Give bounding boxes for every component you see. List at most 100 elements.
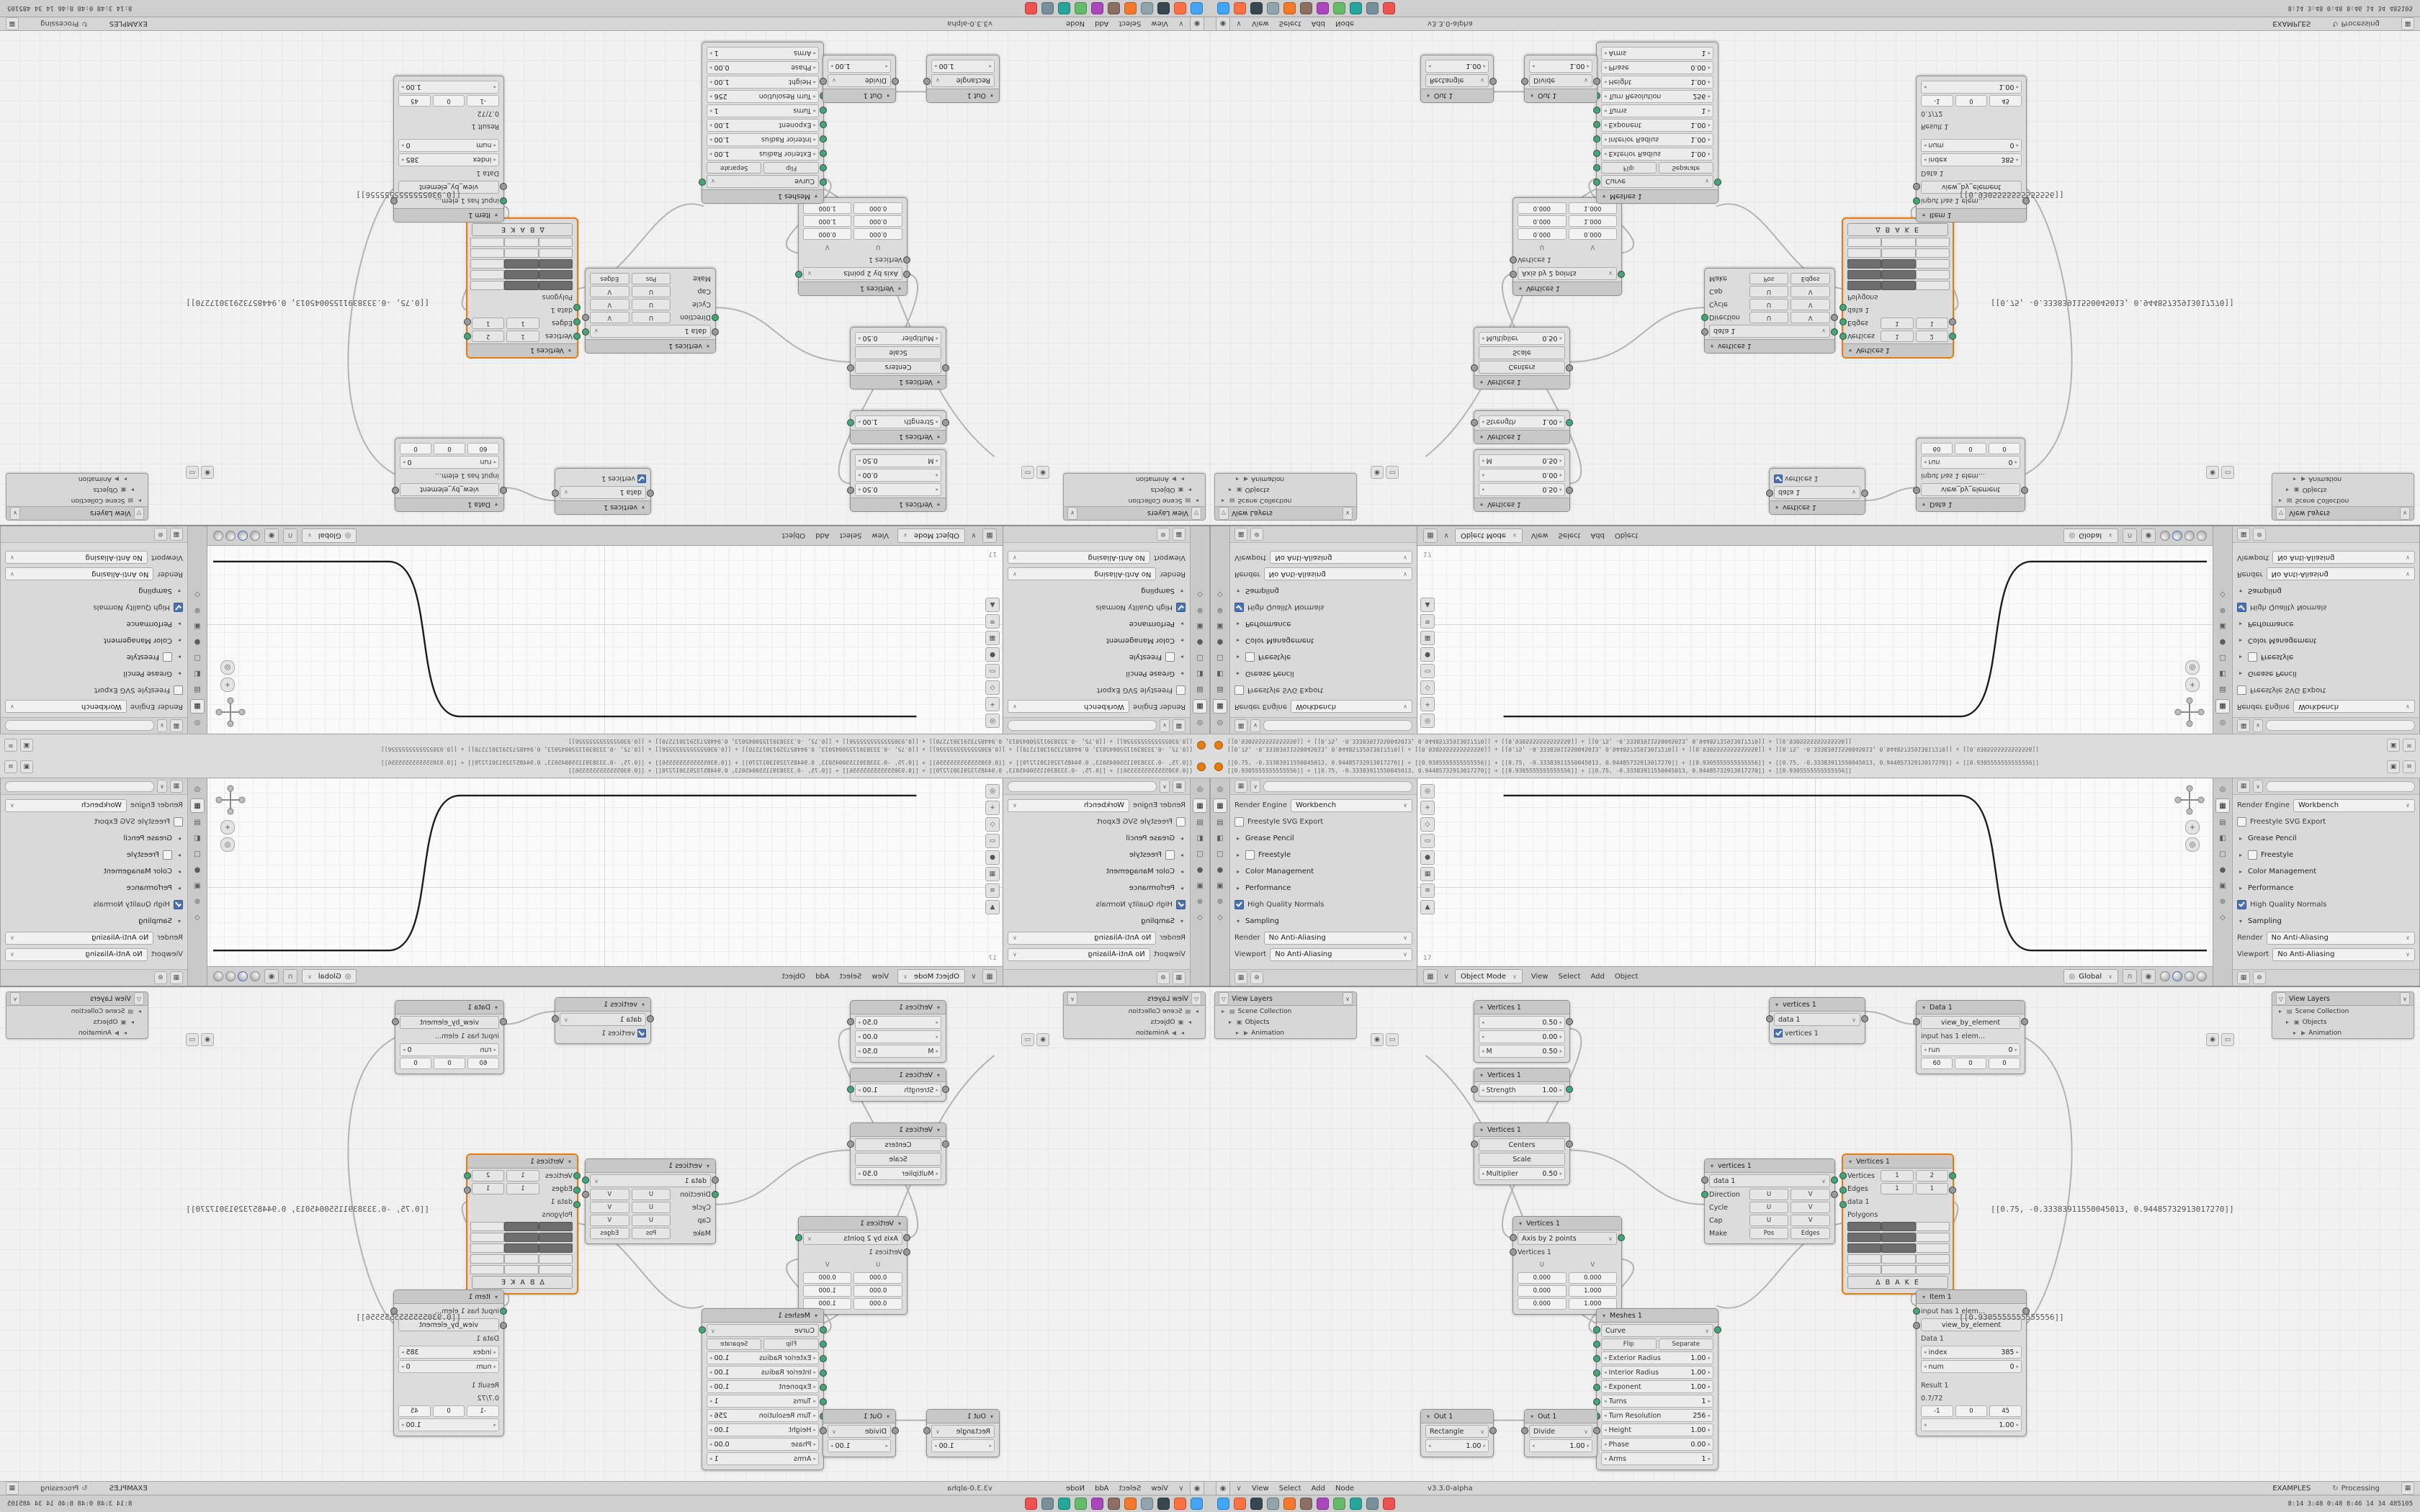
node-dropdown-rectangle[interactable]: Rectangle∨ — [931, 1425, 995, 1438]
stepper-right-icon[interactable]: ▸ — [709, 1355, 712, 1361]
node-number-field[interactable]: 60 — [1921, 443, 1953, 454]
prop-row-freestyle[interactable]: ▸Freestyle — [2237, 847, 2415, 863]
node-number-field[interactable]: 0.000 — [853, 202, 902, 214]
node-toggle-1[interactable]: 1 — [1881, 330, 1914, 342]
tool-rotate-icon[interactable]: ▭ — [1420, 664, 1435, 678]
node-socket[interactable] — [1913, 197, 1920, 204]
node-field-value[interactable]: ◂0.00▸ — [855, 469, 941, 482]
node-number-field[interactable]: 60 — [467, 1058, 499, 1069]
node-toggle-cell[interactable] — [1847, 259, 1882, 269]
collapse-caret-icon[interactable]: ▾ — [707, 1162, 710, 1169]
node-toggle-cell[interactable] — [1915, 1233, 1950, 1242]
node-socket[interactable] — [820, 1355, 827, 1362]
node-dropdown-data-1[interactable]: data 1∨ — [560, 1013, 646, 1026]
outliner-row-scene-collection[interactable]: ▸▤Scene Collection — [6, 1006, 148, 1017]
node-socket[interactable] — [712, 328, 719, 336]
tool-move-icon[interactable]: ◇ — [1420, 817, 1435, 832]
chevron-down-icon[interactable]: ∨ — [157, 719, 167, 732]
taskbar-blender-icon[interactable] — [1124, 1498, 1137, 1510]
collapse-caret-icon[interactable]: ▾ — [495, 501, 498, 508]
tab-data-icon[interactable]: ◇ — [2220, 590, 2226, 599]
navigation-gizmo[interactable] — [215, 696, 246, 728]
orientation-select[interactable]: ◎Global∨ — [2063, 528, 2118, 543]
search-field[interactable] — [1263, 720, 1412, 732]
chevron-down-icon[interactable]: ∨ — [2253, 719, 2263, 732]
stepper-right-icon[interactable]: ▸ — [709, 79, 712, 85]
stepper-right-icon[interactable]: ▸ — [709, 1441, 712, 1447]
node-socket[interactable] — [1593, 135, 1600, 143]
node-socket[interactable] — [1701, 1176, 1708, 1184]
stepper-left-icon[interactable]: ◂ — [813, 50, 816, 56]
node-toggle-cell[interactable] — [504, 248, 539, 258]
tab-data-icon[interactable]: ◇ — [194, 590, 200, 599]
collapse-caret-icon[interactable]: ▾ — [1479, 1004, 1483, 1011]
stepper-left-icon[interactable]: ◂ — [813, 137, 816, 143]
pan-button[interactable]: ◎ — [220, 660, 235, 675]
stepper-right-icon[interactable]: ▸ — [1587, 63, 1590, 69]
collapse-caret-icon[interactable]: ▾ — [707, 343, 710, 350]
stepper-left-icon[interactable]: ◂ — [936, 472, 938, 478]
node-socket[interactable] — [820, 135, 827, 143]
node-dropdown-rectangle[interactable]: Rectangle∨ — [931, 74, 995, 87]
tool-annotate-icon[interactable]: ▦ — [985, 631, 1000, 645]
tab-world-icon[interactable]: ● — [194, 865, 201, 874]
stepper-right-icon[interactable]: ▸ — [1559, 1048, 1562, 1054]
menu-object[interactable]: Object — [1614, 531, 1639, 540]
gear-icon[interactable]: ⊛ — [2253, 971, 2266, 984]
chevron-down-icon[interactable]: ∨ — [1067, 992, 1077, 1005]
chevron-down-icon[interactable]: ∨ — [1343, 992, 1353, 1005]
node-dropdown-curve[interactable]: Curve∨ — [707, 1324, 819, 1337]
node-field-value[interactable]: ◂1.00▸ — [1921, 1418, 2022, 1431]
menu-view[interactable]: View — [1531, 531, 1549, 540]
node-dropdown-axis-by-2-points[interactable]: Axis by 2 points∨ — [803, 1232, 902, 1245]
outliner-row-objects[interactable]: ▸▣Objects — [1215, 1017, 1356, 1027]
taskbar-settings-icon[interactable] — [1366, 1498, 1379, 1510]
prop-row-color-management[interactable]: ▸Color Management — [2237, 864, 2415, 879]
filter-icon[interactable]: ▽ — [1191, 992, 1201, 1005]
stepper-left-icon[interactable]: ◂ — [936, 458, 938, 464]
tool-move-icon[interactable]: ◇ — [985, 680, 1000, 695]
chevron-down-icon[interactable]: ∨ — [2400, 992, 2410, 1005]
node-toggle-flip[interactable]: Flip — [1601, 162, 1657, 174]
node-number-field[interactable]: 0.000 — [853, 1272, 902, 1284]
stepper-left-icon[interactable]: ◂ — [1604, 1441, 1607, 1447]
node-socket[interactable] — [573, 333, 581, 340]
zoom-button[interactable]: + — [2185, 820, 2200, 834]
collapse-caret-icon[interactable]: ▾ — [1530, 92, 1533, 99]
tab-scene-icon[interactable]: □ — [1196, 654, 1204, 662]
prop-row-freestyle[interactable]: ▸Freestyle — [1234, 649, 1412, 665]
node-socket[interactable] — [573, 1187, 581, 1194]
tool-rotate-icon[interactable]: ▭ — [985, 834, 1000, 848]
grid-icon[interactable]: ▦ — [6, 17, 19, 30]
collapse-caret-icon[interactable]: ▾ — [1426, 92, 1430, 99]
tool-cursor-icon[interactable]: + — [985, 801, 1000, 815]
menu-select[interactable]: Select — [1558, 972, 1581, 981]
collapse-caret-icon[interactable]: ▾ — [937, 1071, 941, 1079]
node-toggle-cell[interactable] — [538, 1222, 573, 1231]
prop-row-performance[interactable]: ▸Performance — [1234, 881, 1412, 896]
collapse-caret-icon[interactable]: ▾ — [887, 92, 890, 99]
node-socket[interactable] — [795, 1234, 802, 1241]
gear-icon[interactable]: ⊛ — [1157, 528, 1170, 541]
stepper-right-icon[interactable]: ▸ — [1708, 1369, 1711, 1375]
stepper-right-icon[interactable]: ▸ — [2016, 157, 2019, 163]
tab-tool-icon[interactable]: ◎ — [1216, 785, 1224, 793]
properties-editor-icon[interactable]: ▦ — [2237, 528, 2250, 541]
stepper-right-icon[interactable]: ▸ — [709, 1427, 712, 1433]
outliner-row-scene-collection[interactable]: ▸▤Scene Collection — [2272, 1006, 2414, 1017]
